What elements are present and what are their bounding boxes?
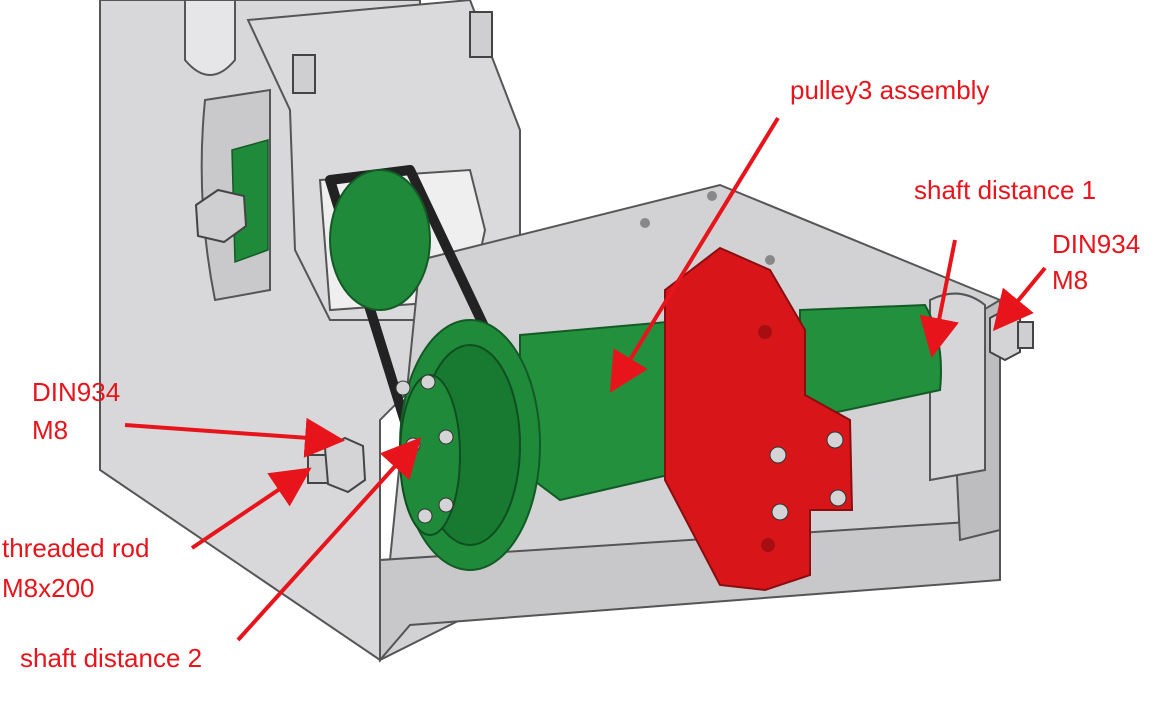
label-pulley-assembly: pulley3 assembly bbox=[790, 75, 990, 105]
arrow-shaft-distance-1 bbox=[919, 239, 959, 358]
bolt-top-2 bbox=[469, 11, 493, 58]
hub-bolt-5 bbox=[417, 508, 433, 524]
bearing-hole-bottom bbox=[761, 538, 775, 552]
bearing-block bbox=[664, 246, 854, 592]
hub-bolt-1 bbox=[395, 380, 411, 396]
label-bolt-left-line1: DIN934 bbox=[32, 377, 121, 407]
label-shaft-distance-1: shaft distance 1 bbox=[914, 175, 1097, 205]
threaded-rod-right bbox=[1017, 321, 1034, 349]
arrow-shaft-distance-2 bbox=[236, 437, 422, 642]
base-hole-1 bbox=[640, 218, 650, 228]
bearing-bolt-4 bbox=[829, 489, 847, 507]
label-bolt-left-line2: M8 bbox=[32, 415, 69, 445]
bearing-bolt-3 bbox=[771, 503, 789, 521]
base-hole-3 bbox=[765, 255, 775, 265]
hex-nut-left bbox=[323, 436, 367, 494]
bearing-bolt-2 bbox=[826, 431, 844, 449]
label-threaded-rod-line1: threaded rod bbox=[2, 533, 150, 563]
arrow-bolt-left bbox=[124, 417, 345, 458]
hub-bolt-4 bbox=[438, 497, 454, 513]
base-hole-2 bbox=[707, 191, 717, 201]
arrow-threaded-rod bbox=[190, 467, 312, 550]
bearing-bolt-1 bbox=[769, 446, 787, 464]
side-plate-slot bbox=[184, 0, 236, 76]
hex-nut-upper-left bbox=[194, 188, 248, 244]
arrow-bolt-right bbox=[992, 266, 1047, 332]
bearing-hole-top bbox=[758, 325, 772, 339]
hub-bolt-2 bbox=[420, 374, 436, 390]
label-bolt-right-line1: DIN934 bbox=[1052, 229, 1141, 259]
label-shaft-distance-2: shaft distance 2 bbox=[20, 643, 203, 673]
label-bolt-right-line2: M8 bbox=[1052, 265, 1089, 295]
bolt-top-1 bbox=[292, 54, 316, 94]
hub-bolt-3 bbox=[438, 429, 454, 445]
label-threaded-rod-line2: M8x200 bbox=[2, 573, 95, 603]
arrow-pulley-assembly bbox=[609, 116, 780, 393]
base-frame-front bbox=[379, 518, 1001, 663]
upper-pulley bbox=[329, 169, 431, 311]
